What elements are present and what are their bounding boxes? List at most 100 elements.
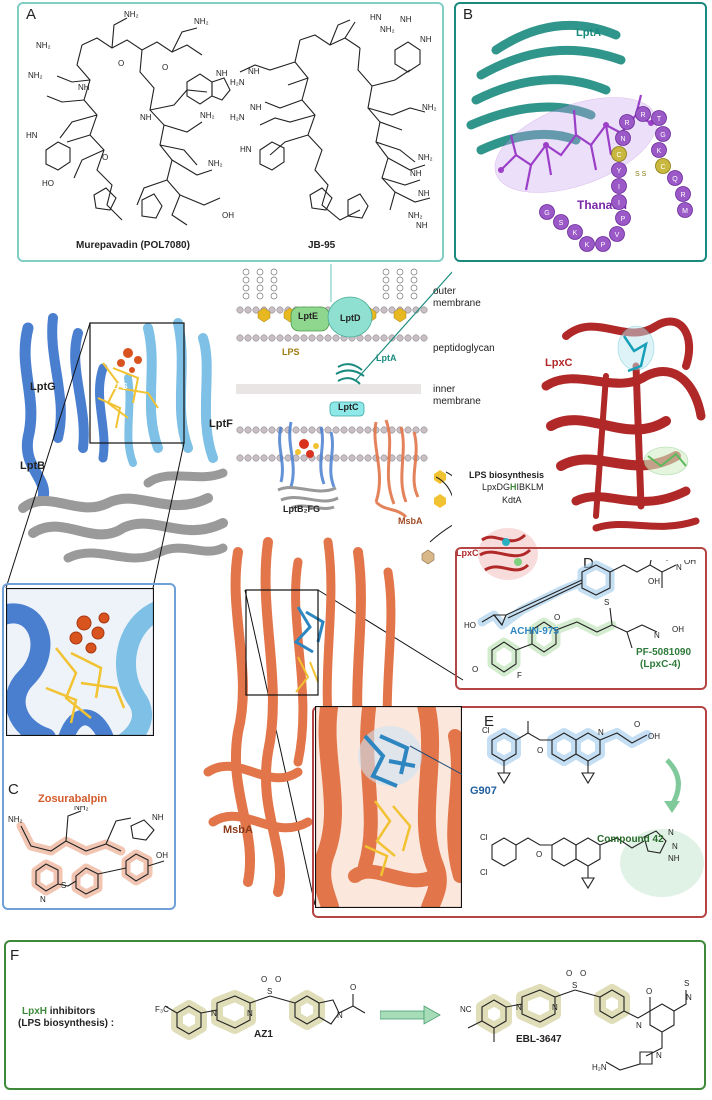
svg-text:O: O xyxy=(537,746,543,755)
lps-sugar xyxy=(270,276,278,284)
thanatin-residue-letter: G xyxy=(660,132,665,139)
panel-a xyxy=(17,2,444,262)
svg-text:N: N xyxy=(668,828,674,837)
thanatin-residue xyxy=(611,146,627,162)
thanatin-residue xyxy=(675,186,691,202)
lipid-head xyxy=(404,306,412,314)
lipid-head xyxy=(244,334,252,342)
svg-text:S: S xyxy=(61,881,66,890)
thanatin-residue xyxy=(553,214,569,230)
thanatin-residue-letter: G xyxy=(544,210,549,217)
svg-text:O: O xyxy=(622,560,628,562)
thanatin-residue-letter: C xyxy=(660,164,665,171)
thanatin-residue xyxy=(619,114,635,130)
thanatin-residue-letter: I xyxy=(618,184,620,191)
lipid-head xyxy=(276,306,284,314)
lipid-head xyxy=(260,426,268,434)
lps-sugar xyxy=(242,292,250,300)
lipid-head xyxy=(252,426,260,434)
lipid-head xyxy=(252,306,260,314)
lipid-head xyxy=(364,426,372,434)
svg-text:N: N xyxy=(672,842,678,851)
svg-text:N: N xyxy=(598,728,604,737)
lipid-head xyxy=(332,454,340,462)
lps-sugar xyxy=(270,284,278,292)
svg-text:NH: NH xyxy=(248,67,260,76)
lipid-head xyxy=(292,334,300,342)
lpta-envelope-label: LptA xyxy=(376,353,397,363)
lipid-head xyxy=(276,334,284,342)
svg-text:N: N xyxy=(337,1011,343,1020)
lptf-label: LptF xyxy=(209,418,233,430)
lps-sugar xyxy=(382,268,390,276)
lps-biosynthesis-label: LPS biosynthesis xyxy=(469,470,545,480)
thanatin-residue xyxy=(677,202,693,218)
svg-text:N: N xyxy=(686,993,692,1002)
lps-sugar xyxy=(382,292,390,300)
lipid-head xyxy=(380,334,388,342)
panel-a-label: A xyxy=(26,6,37,23)
lps-sugar xyxy=(256,284,264,292)
lipid-head xyxy=(268,426,276,434)
svg-text:OH: OH xyxy=(222,211,234,220)
svg-text:O: O xyxy=(102,153,108,162)
lipid-head xyxy=(236,334,244,342)
svg-text:OH: OH xyxy=(648,577,660,586)
svg-text:OH: OH xyxy=(672,625,684,634)
svg-text:O: O xyxy=(646,987,652,996)
lipid-head xyxy=(412,426,420,434)
lptd-label: LptD xyxy=(340,313,361,323)
svg-text:S: S xyxy=(572,981,577,990)
thanatin-residue xyxy=(667,170,683,186)
lpte-label: LptE xyxy=(298,311,318,321)
svg-text:F: F xyxy=(517,671,522,680)
inner-membrane-label: inner membrane xyxy=(433,384,481,407)
thanatin-residue xyxy=(579,236,595,252)
lps-sugar xyxy=(410,292,418,300)
lipid-head xyxy=(380,306,388,314)
svg-text:NH: NH xyxy=(140,113,152,122)
lipid-head xyxy=(404,426,412,434)
thanatin-residue xyxy=(615,130,631,146)
msba-envelope-label: MsbA xyxy=(398,516,423,526)
lps-sugar xyxy=(396,292,404,300)
svg-text:O: O xyxy=(350,983,356,992)
lipid-head xyxy=(292,426,300,434)
lipid-head xyxy=(372,334,380,342)
svg-text:N: N xyxy=(211,1009,217,1018)
lps-sugar xyxy=(256,268,264,276)
svg-text:NH: NH xyxy=(418,189,430,198)
lps-sugar xyxy=(270,268,278,276)
panel-e xyxy=(312,706,707,918)
svg-text:N: N xyxy=(656,1051,662,1060)
lipid-head xyxy=(420,334,428,342)
murepavadin-label: Murepavadin (POL7080) xyxy=(76,240,190,251)
panel-c xyxy=(2,583,176,910)
lipid-head xyxy=(412,334,420,342)
lipid-head xyxy=(236,426,244,434)
svg-text:NH: NH xyxy=(416,221,428,230)
svg-text:O: O xyxy=(118,59,124,68)
lps-sugar xyxy=(410,284,418,292)
lps-sugar xyxy=(396,268,404,276)
lipid-head xyxy=(364,334,372,342)
outer-membrane-label: outer membrane xyxy=(433,286,481,309)
thanatin-residue-letter: K xyxy=(573,230,578,237)
panel-b xyxy=(454,2,707,262)
svg-text:NH₂: NH₂ xyxy=(36,41,51,50)
lipid-head xyxy=(348,426,356,434)
thanatin-residue-letter: Q xyxy=(672,176,678,183)
lpxh-highlight: H xyxy=(510,482,517,492)
thanatin-residue xyxy=(595,236,611,252)
lipid-head xyxy=(380,426,388,434)
svg-text:NH: NH xyxy=(250,103,262,112)
thanatin-residue-letter: I xyxy=(618,200,620,207)
lps-sugar xyxy=(410,268,418,276)
lps-label: LPS xyxy=(282,347,300,357)
svg-text:NH: NH xyxy=(400,15,412,24)
svg-text:HO: HO xyxy=(42,179,54,188)
thanatin-residue-letter: K xyxy=(585,242,590,249)
